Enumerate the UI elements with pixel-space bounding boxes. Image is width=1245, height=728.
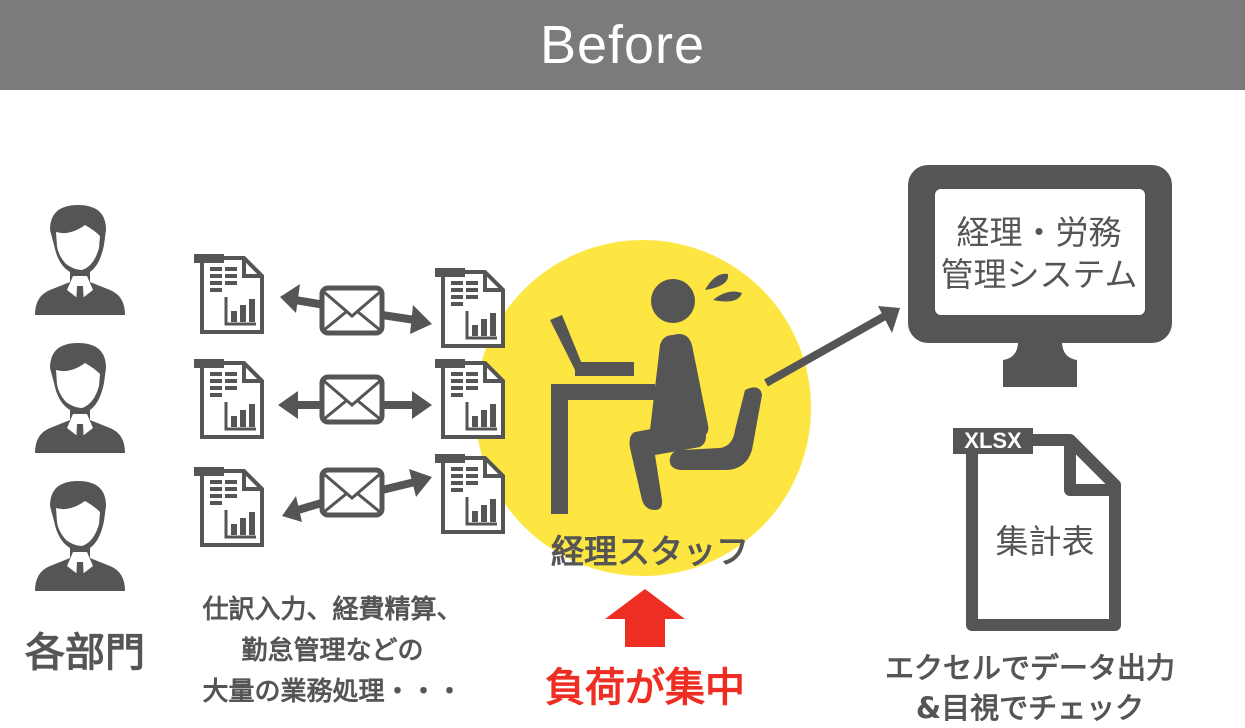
document-icon [194, 254, 264, 334]
excel-check-note: エクセルでデータ出力 &目視でチェック [860, 648, 1200, 728]
envelope-icon [319, 374, 385, 425]
spreadsheet-title: 集計表 [995, 522, 1095, 561]
staff-label: 経理スタッフ [551, 532, 749, 571]
tasks-line: 仕訳入力、経費精算、 [202, 595, 463, 625]
system-label-line: 経理・労務 [956, 213, 1122, 252]
xlsx-tag: XLSX [953, 428, 1033, 454]
envelope-icon [319, 285, 385, 336]
xlsx-document-icon [966, 434, 1121, 631]
document-icon [435, 268, 505, 348]
person-icon [35, 343, 125, 453]
document-icon [194, 467, 264, 547]
document-icon [435, 359, 505, 439]
excel-note-line: &目視でチェック [915, 691, 1145, 725]
tasks-line: 勤怠管理などの [241, 636, 424, 666]
envelope-icon [319, 467, 385, 518]
system-label: 経理・労務 管理システム [930, 212, 1148, 296]
header-title: Before [539, 15, 706, 75]
departments-label: 各部門 [25, 630, 145, 676]
monitor-icon [908, 165, 1172, 387]
system-label-line: 管理システム [940, 255, 1138, 294]
up-arrow-icon [605, 589, 685, 647]
header-banner: Before [0, 0, 1245, 90]
document-icon [194, 359, 264, 439]
person-icon [35, 481, 125, 591]
person-icon [35, 205, 125, 315]
tasks-line: 大量の業務処理・・・ [202, 677, 463, 707]
document-icon [435, 454, 505, 534]
load-concentration-label: 負荷が集中 [545, 665, 745, 711]
tasks-description: 仕訳入力、経費精算、 勤怠管理などの 大量の業務処理・・・ [175, 590, 490, 713]
excel-note-line: エクセルでデータ出力 [884, 651, 1175, 685]
arrow-head-icon [878, 306, 900, 333]
